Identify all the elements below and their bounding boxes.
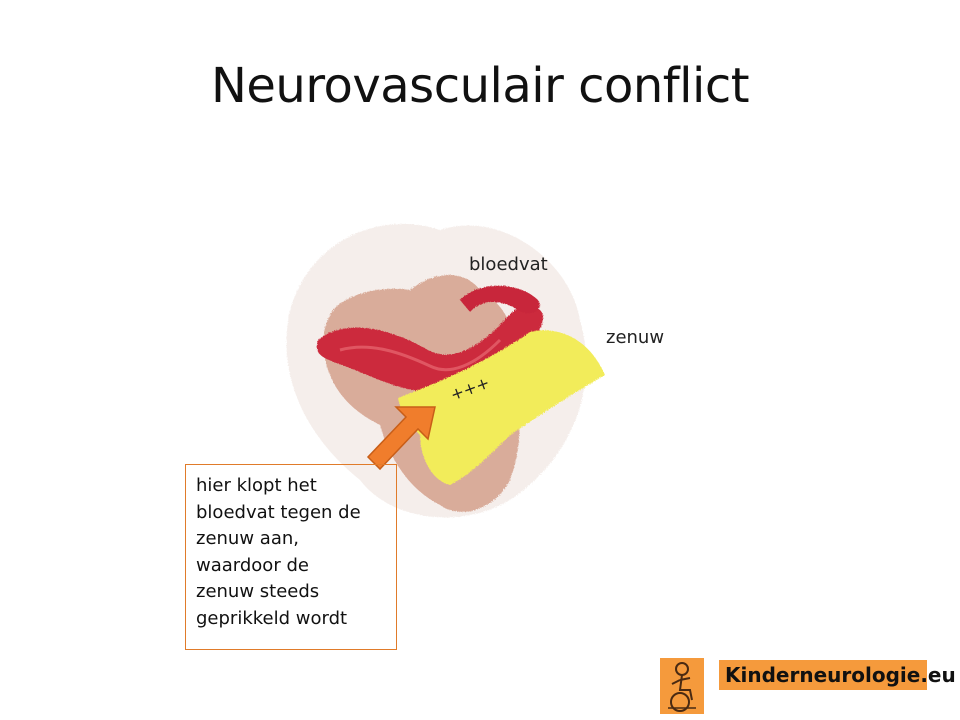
slide-title: Neurovasculair conflict xyxy=(210,58,750,114)
site-logo: Kinderneurologie.eu xyxy=(660,656,956,716)
blood-vessel-highlight xyxy=(339,338,502,372)
child-wheelchair-logo-icon xyxy=(660,658,704,714)
callout-line: bloedvat tegen de xyxy=(196,501,361,523)
nerve xyxy=(398,330,605,485)
neurovascular-illustration xyxy=(286,223,605,518)
callout-line: hier klopt het xyxy=(196,475,317,496)
explanation-callout: hier klopt het bloedvat tegen de zenuw a… xyxy=(185,464,397,650)
pointer-arrow-icon xyxy=(366,406,436,471)
callout-line: zenuw aan, xyxy=(196,528,299,549)
callout-line: zenuw steeds xyxy=(196,581,320,602)
label-nerve: zenuw xyxy=(606,327,665,348)
label-vessel: bloedvat xyxy=(469,254,548,275)
callout-line: geprikkeld wordt xyxy=(196,607,348,629)
blood-vessel-upper-loop xyxy=(460,285,540,314)
logo-text: Kinderneurologie.eu xyxy=(719,660,956,690)
callout-line: waardoor de xyxy=(196,554,309,576)
